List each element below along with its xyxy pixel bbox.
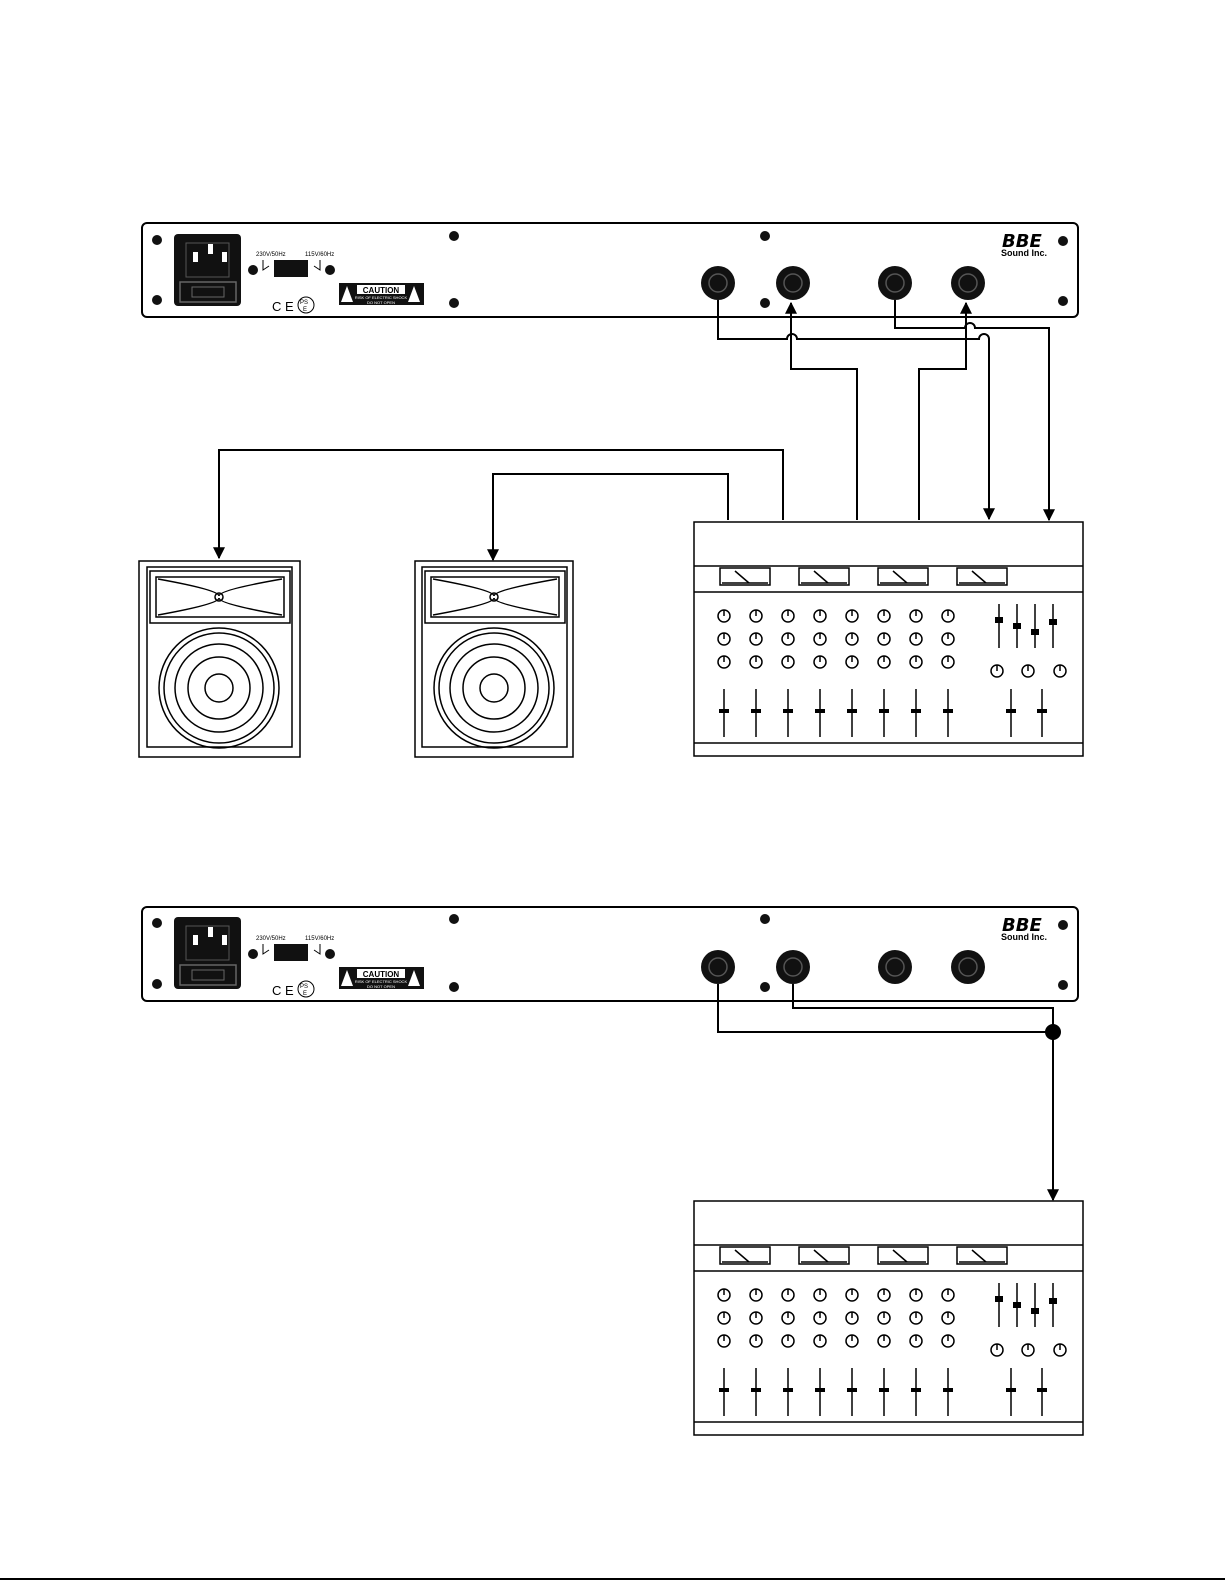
fader-icon [783,1388,793,1392]
fader-icon [911,1388,921,1392]
fader-icon [943,709,953,713]
fader-icon [911,709,921,713]
caution-line2: DO NOT OPEN [367,984,395,989]
svg-text:PS: PS [300,300,308,306]
fader-icon [879,709,889,713]
power-inlet-icon [174,917,241,989]
fader-icon [847,1388,857,1392]
fader-icon [1031,1308,1039,1314]
caution-title: CAUTION [363,286,400,295]
fader-icon [1006,1388,1016,1392]
fader-icon [879,1388,889,1392]
svg-text:E: E [303,991,307,997]
caution-line2: DO NOT OPEN [367,300,395,305]
caution-label-icon: CAUTION RISK OF ELECTRIC SHOCK DO NOT OP… [339,967,424,989]
pse-mark-icon: PS E [298,297,314,313]
svg-text:E: E [303,307,307,313]
caution-title: CAUTION [363,970,400,979]
brand-subtitle: Sound Inc. [1001,932,1047,942]
fader-icon [815,1388,825,1392]
fader-icon [1013,1302,1021,1308]
fader-icon [1037,709,1047,713]
bottom-wiring [718,984,1053,1200]
fader-icon [995,1296,1003,1302]
fader-icon [751,1388,761,1392]
mixer-icon [694,1201,1083,1435]
fader-icon [719,709,729,713]
junction-icon [1045,1024,1061,1040]
voltage-left-label: 230V/50Hz [256,252,286,258]
fader-icon [815,709,825,713]
fader-icon [719,1388,729,1392]
rack-unit-top: 230V/50Hz 115V/60Hz C E PS E CAUTION RIS… [142,223,1078,317]
fader-icon [995,617,1003,623]
fader-icon [1031,629,1039,635]
rack-unit-bottom: 230V/50Hz 115V/60Hz C E PS E CAUTION RIS… [142,907,1078,1001]
top-wiring [219,300,1049,560]
fader-icon [783,709,793,713]
brand-subtitle: Sound Inc. [1001,248,1047,258]
voltage-right-label: 115V/60Hz [305,936,334,942]
page-bottom-rule [0,1578,1225,1580]
mixer-icon [694,522,1083,756]
fader-icon [1049,619,1057,625]
fader-icon [751,709,761,713]
fader-icon [1049,1298,1057,1304]
fader-icon [847,709,857,713]
fader-icon [1037,1388,1047,1392]
caution-label-icon: CAUTION RISK OF ELECTRIC SHOCK DO NOT OP… [339,283,424,305]
svg-text:PS: PS [300,984,308,990]
pse-mark-icon: PS E [298,981,314,997]
fader-icon [1006,709,1016,713]
speaker-icon [139,561,300,757]
speaker-icon [415,561,573,757]
voltage-right-label: 115V/60Hz [305,252,334,258]
ce-mark-icon: C E [272,299,294,314]
fader-icon [1013,623,1021,629]
fader-icon [943,1388,953,1392]
ce-mark-icon: C E [272,983,294,998]
power-inlet-icon [174,234,241,306]
voltage-left-label: 230V/50Hz [256,936,286,942]
